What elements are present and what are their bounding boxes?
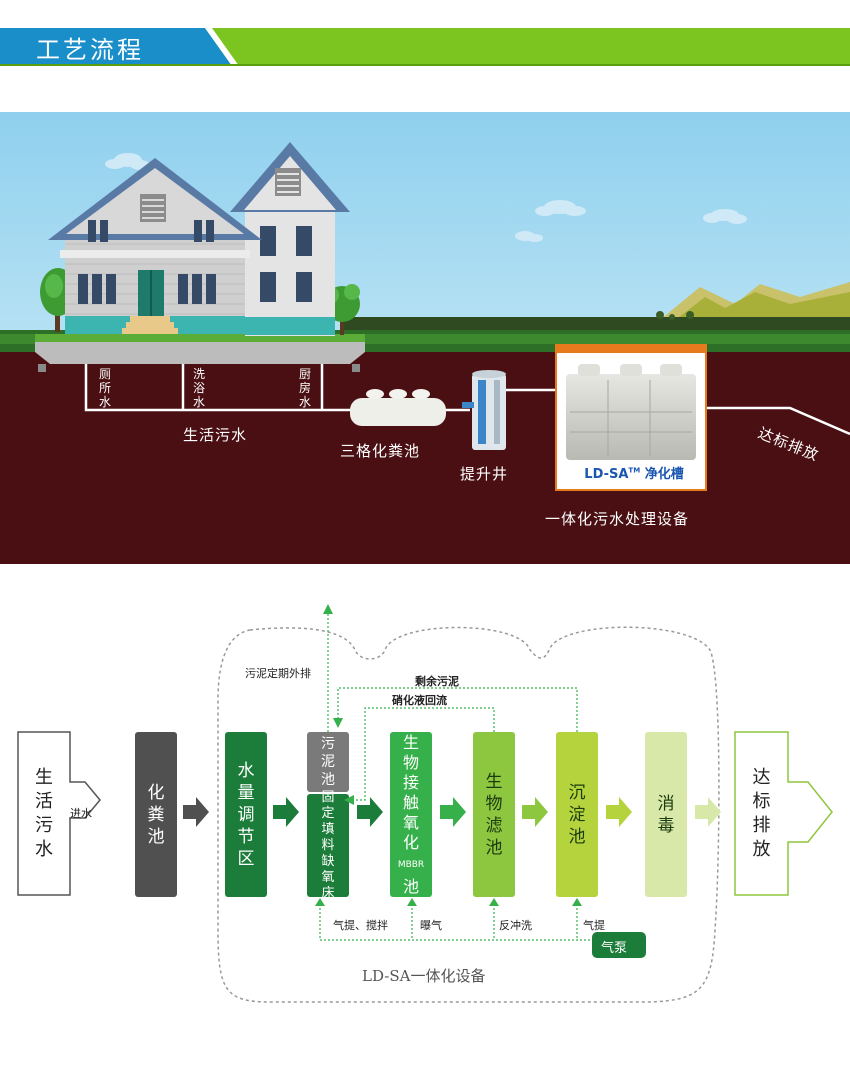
anoxic-bed-box: 固定填料缺氧床	[321, 789, 335, 901]
equipment-footer-label: LD-SA一体化设备	[362, 967, 486, 985]
air-lift-label: 气提	[583, 919, 605, 932]
contact-suffix-label: 池	[402, 876, 419, 896]
start-shape	[17, 731, 101, 896]
equipment-boundary	[217, 626, 720, 1003]
tank-name: 净化槽	[644, 467, 684, 482]
purification-tank-graphic	[555, 344, 707, 491]
room-label-bath: 洗浴水	[192, 367, 205, 409]
inlet-label: 进水	[70, 807, 92, 820]
house-right	[230, 142, 350, 336]
room-label-kitchen: 厨房水	[298, 367, 311, 409]
mbbr-label: MBBR	[397, 859, 425, 870]
contact-oxidation-label: 生物接触氧化	[402, 732, 419, 852]
arrow-5	[522, 797, 548, 827]
contact-oxidation-box: 生物接触氧化 MBBR 池	[390, 732, 432, 897]
sludge-tank-box: 污泥池	[321, 736, 335, 788]
tank-brand: LD-SA	[584, 467, 629, 482]
sedimentation-box: 沉淀池	[568, 782, 586, 847]
house-left	[48, 158, 262, 334]
septic-tank-label: 三格化粪池	[340, 442, 421, 460]
arrow-4	[440, 797, 466, 827]
biofilter-box: 生物滤池	[485, 771, 503, 858]
lift-well-graphic	[462, 370, 506, 450]
air-pump-box	[592, 932, 646, 958]
room-label-toilet: 厕所水	[98, 367, 111, 409]
nitrification-reflux-label: 硝化液回流	[392, 694, 447, 707]
disinfection-box: 消毒	[657, 793, 675, 836]
flow-end-label: 达标排放	[752, 766, 771, 860]
tank-name-plate: LD-SATM 净化槽	[575, 463, 693, 485]
underground	[0, 352, 850, 564]
header-bar	[0, 28, 850, 66]
flow-start-label: 生活污水	[35, 766, 53, 860]
septic-tank-graphic	[350, 389, 446, 426]
process-flow-diagram	[17, 604, 833, 1003]
air-lift-stir-label: 气提、搅拌	[333, 919, 388, 932]
treeline	[340, 317, 850, 331]
tank-tm: TM	[628, 466, 641, 475]
arrow-3	[357, 797, 383, 827]
air-pump-label: 气泵	[601, 941, 628, 956]
arrow-2	[273, 797, 299, 827]
aeration-label: 曝气	[420, 919, 442, 932]
equipment-label: 一体化污水处理设备	[545, 510, 690, 528]
lift-well-label: 提升井	[460, 465, 509, 483]
arrow-6	[606, 797, 632, 827]
sludge-discharge-label: 污泥定期外排	[245, 667, 311, 680]
arrow-7	[695, 797, 721, 827]
section-title: 工艺流程	[36, 36, 144, 64]
excess-sludge-label: 剩余污泥	[415, 675, 459, 688]
domestic-sewage-label: 生活污水	[183, 426, 248, 444]
end-shape	[734, 731, 833, 896]
scene-illustration	[0, 112, 850, 564]
backwash-label: 反冲洗	[499, 919, 532, 932]
arrow-1	[183, 797, 209, 827]
septic-box-label: 化粪池	[147, 782, 165, 847]
pipes	[84, 364, 850, 436]
septic-box	[135, 732, 177, 897]
regulation-box: 水量调节区	[237, 760, 255, 869]
